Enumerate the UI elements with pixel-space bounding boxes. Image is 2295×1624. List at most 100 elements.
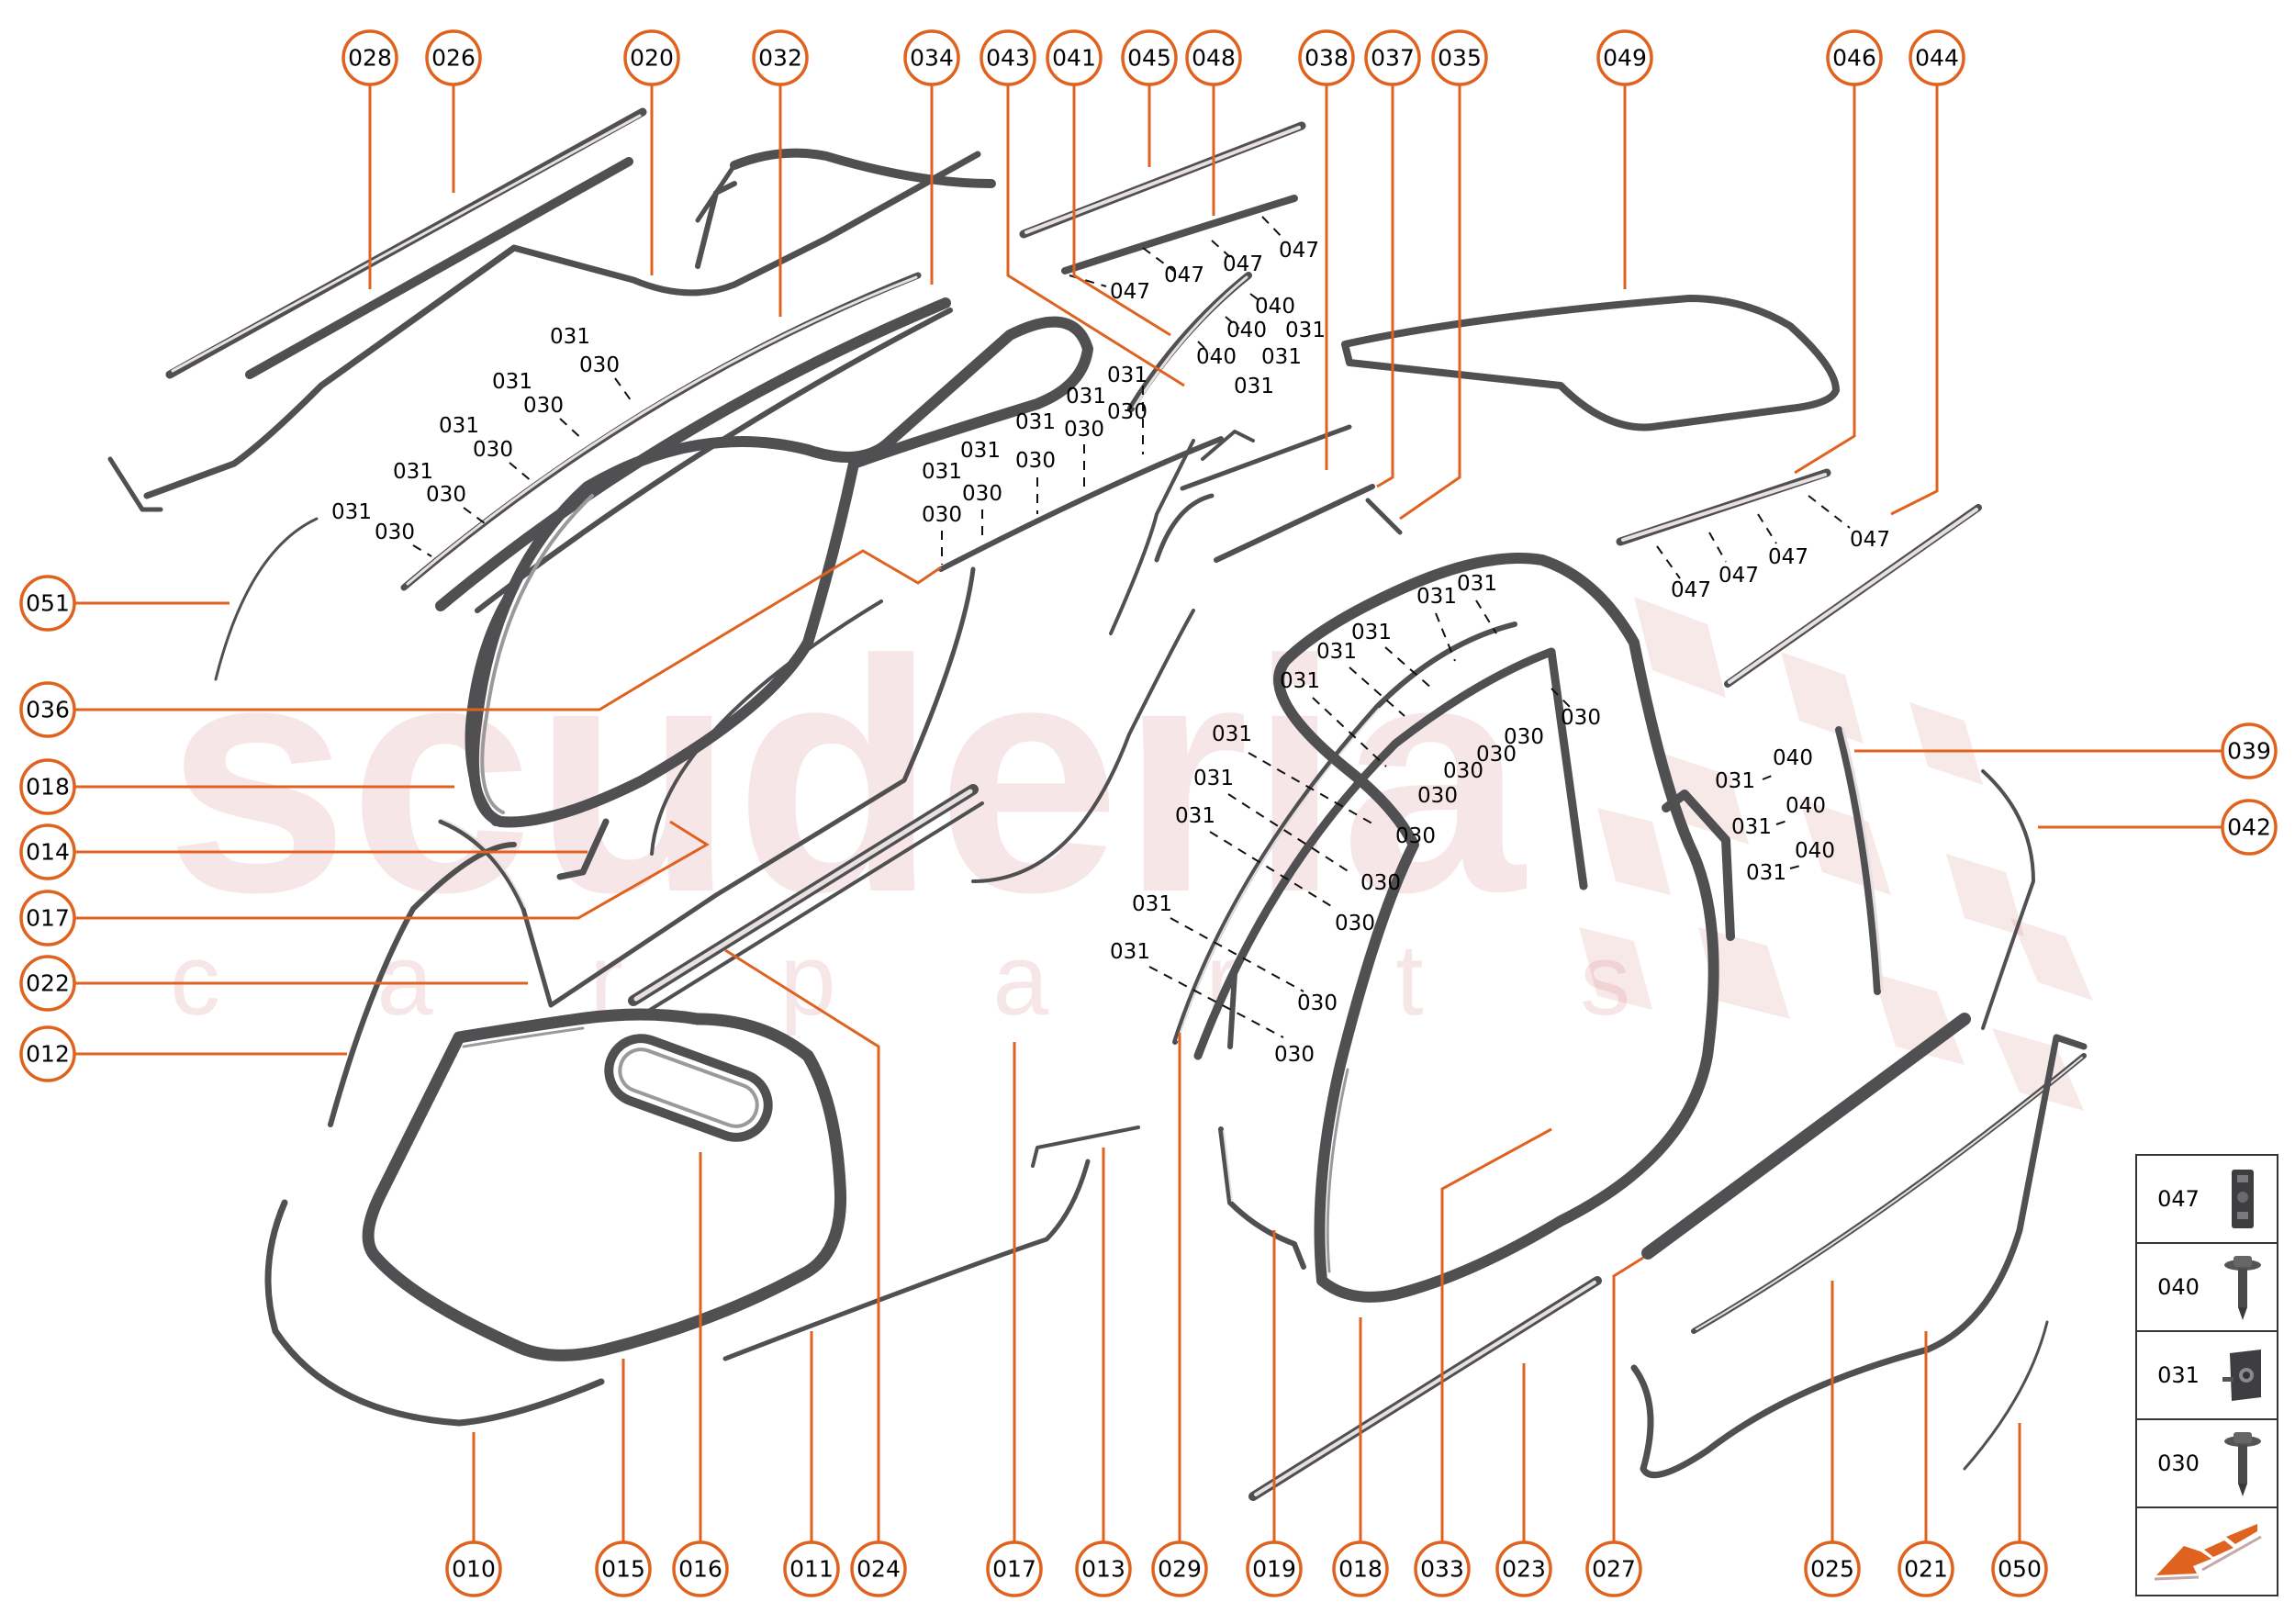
callout-051[interactable]: 051 — [19, 575, 76, 632]
callout-circle[interactable] — [783, 1540, 840, 1597]
legend-row-030[interactable]: 030 — [2137, 1420, 2277, 1508]
callout-circle[interactable] — [19, 823, 76, 880]
callout-circle[interactable] — [1364, 29, 1421, 86]
callout-036[interactable]: 036 — [19, 681, 76, 738]
callout-026[interactable]: 026 — [425, 29, 482, 86]
callout-circle[interactable] — [1246, 1540, 1303, 1597]
callout-043[interactable]: 043 — [980, 29, 1036, 86]
callout-028[interactable]: 028 — [341, 29, 398, 86]
callout-024[interactable]: 024 — [850, 1540, 907, 1597]
callout-circle[interactable] — [1431, 29, 1488, 86]
callout-017[interactable]: 017 — [19, 890, 76, 946]
callout-038[interactable]: 038 — [1298, 29, 1355, 86]
callout-circle[interactable] — [445, 1540, 502, 1597]
callout-022[interactable]: 022 — [19, 955, 76, 1012]
callout-circle[interactable] — [752, 29, 809, 86]
callout-circle[interactable] — [903, 29, 960, 86]
fastener-label-031: 031 — [1066, 385, 1106, 409]
callout-013[interactable]: 013 — [1075, 1540, 1132, 1597]
callout-circle[interactable] — [1826, 29, 1883, 86]
callout-circle[interactable] — [1075, 1540, 1132, 1597]
fastener-label-047: 047 — [1279, 239, 1319, 263]
callout-041[interactable]: 041 — [1046, 29, 1103, 86]
callout-circle[interactable] — [1585, 1540, 1642, 1597]
callout-number: 014 — [26, 839, 70, 866]
legend-row-040[interactable]: 040 — [2137, 1244, 2277, 1332]
callout-circle[interactable] — [19, 890, 76, 946]
callout-circle[interactable] — [19, 955, 76, 1012]
callout-042[interactable]: 042 — [2221, 799, 2278, 856]
callout-number: 048 — [1192, 45, 1236, 72]
callout-023[interactable]: 023 — [1495, 1540, 1552, 1597]
callout-018[interactable]: 018 — [1332, 1540, 1389, 1597]
part-014-piece — [556, 818, 610, 880]
callout-circle[interactable] — [19, 758, 76, 815]
callout-number: 020 — [630, 45, 674, 72]
callout-circle[interactable] — [595, 1540, 652, 1597]
callout-circle[interactable] — [1414, 1540, 1471, 1597]
callout-032[interactable]: 032 — [752, 29, 809, 86]
callout-035[interactable]: 035 — [1431, 29, 1488, 86]
callout-018[interactable]: 018 — [19, 758, 76, 815]
callout-circle[interactable] — [2221, 722, 2278, 779]
callout-027[interactable]: 027 — [1585, 1540, 1642, 1597]
callout-circle[interactable] — [341, 29, 398, 86]
fastener-label-031: 031 — [1285, 319, 1326, 342]
callout-011[interactable]: 011 — [783, 1540, 840, 1597]
callout-circle[interactable] — [1898, 1540, 1954, 1597]
callout-circle[interactable] — [850, 1540, 907, 1597]
fastener-label-030: 030 — [1561, 706, 1601, 730]
callout-circle[interactable] — [1121, 29, 1178, 86]
callout-029[interactable]: 029 — [1151, 1540, 1208, 1597]
callout-045[interactable]: 045 — [1121, 29, 1178, 86]
callout-014[interactable]: 014 — [19, 823, 76, 880]
callout-circle[interactable] — [1046, 29, 1103, 86]
callout-circle[interactable] — [672, 1540, 729, 1597]
callout-050[interactable]: 050 — [1991, 1540, 2048, 1597]
callout-number: 017 — [26, 905, 70, 932]
callout-015[interactable]: 015 — [595, 1540, 652, 1597]
callout-046[interactable]: 046 — [1826, 29, 1883, 86]
callout-number: 038 — [1304, 45, 1349, 72]
callout-049[interactable]: 049 — [1596, 29, 1653, 86]
callout-019[interactable]: 019 — [1246, 1540, 1303, 1597]
callout-048[interactable]: 048 — [1185, 29, 1242, 86]
callout-017[interactable]: 017 — [986, 1540, 1043, 1597]
callout-033[interactable]: 033 — [1414, 1540, 1471, 1597]
callout-circle[interactable] — [1151, 1540, 1208, 1597]
callout-025[interactable]: 025 — [1804, 1540, 1861, 1597]
callout-circle[interactable] — [1185, 29, 1242, 86]
callout-016[interactable]: 016 — [672, 1540, 729, 1597]
callout-012[interactable]: 012 — [19, 1025, 76, 1082]
callout-010[interactable]: 010 — [445, 1540, 502, 1597]
fastener-label-031: 031 — [1212, 722, 1252, 746]
callout-circle[interactable] — [1991, 1540, 2048, 1597]
callout-number: 026 — [431, 45, 476, 72]
legend-row-047[interactable]: 047 — [2137, 1156, 2277, 1244]
legend-row-orientation[interactable] — [2137, 1508, 2277, 1595]
callout-circle[interactable] — [1332, 1540, 1389, 1597]
callout-circle[interactable] — [1804, 1540, 1861, 1597]
callout-circle[interactable] — [1596, 29, 1653, 86]
callout-circle[interactable] — [980, 29, 1036, 86]
callout-circle[interactable] — [1909, 29, 1965, 86]
callout-circle[interactable] — [425, 29, 482, 86]
orientation-arrow-icon — [2147, 1513, 2267, 1590]
callout-circle[interactable] — [19, 575, 76, 632]
callout-circle[interactable] — [1495, 1540, 1552, 1597]
callout-circle[interactable] — [1298, 29, 1355, 86]
callout-034[interactable]: 034 — [903, 29, 960, 86]
callout-044[interactable]: 044 — [1909, 29, 1965, 86]
callout-circle[interactable] — [623, 29, 680, 86]
legend-row-031[interactable]: 031 — [2137, 1332, 2277, 1420]
callout-circle[interactable] — [2221, 799, 2278, 856]
fastener-label-047: 047 — [1671, 578, 1711, 602]
callout-020[interactable]: 020 — [623, 29, 680, 86]
callout-circle[interactable] — [19, 1025, 76, 1082]
callout-circle[interactable] — [986, 1540, 1043, 1597]
fastener-leaders — [412, 216, 1851, 1038]
callout-021[interactable]: 021 — [1898, 1540, 1954, 1597]
callout-circle[interactable] — [19, 681, 76, 738]
callout-037[interactable]: 037 — [1364, 29, 1421, 86]
callout-039[interactable]: 039 — [2221, 722, 2278, 779]
